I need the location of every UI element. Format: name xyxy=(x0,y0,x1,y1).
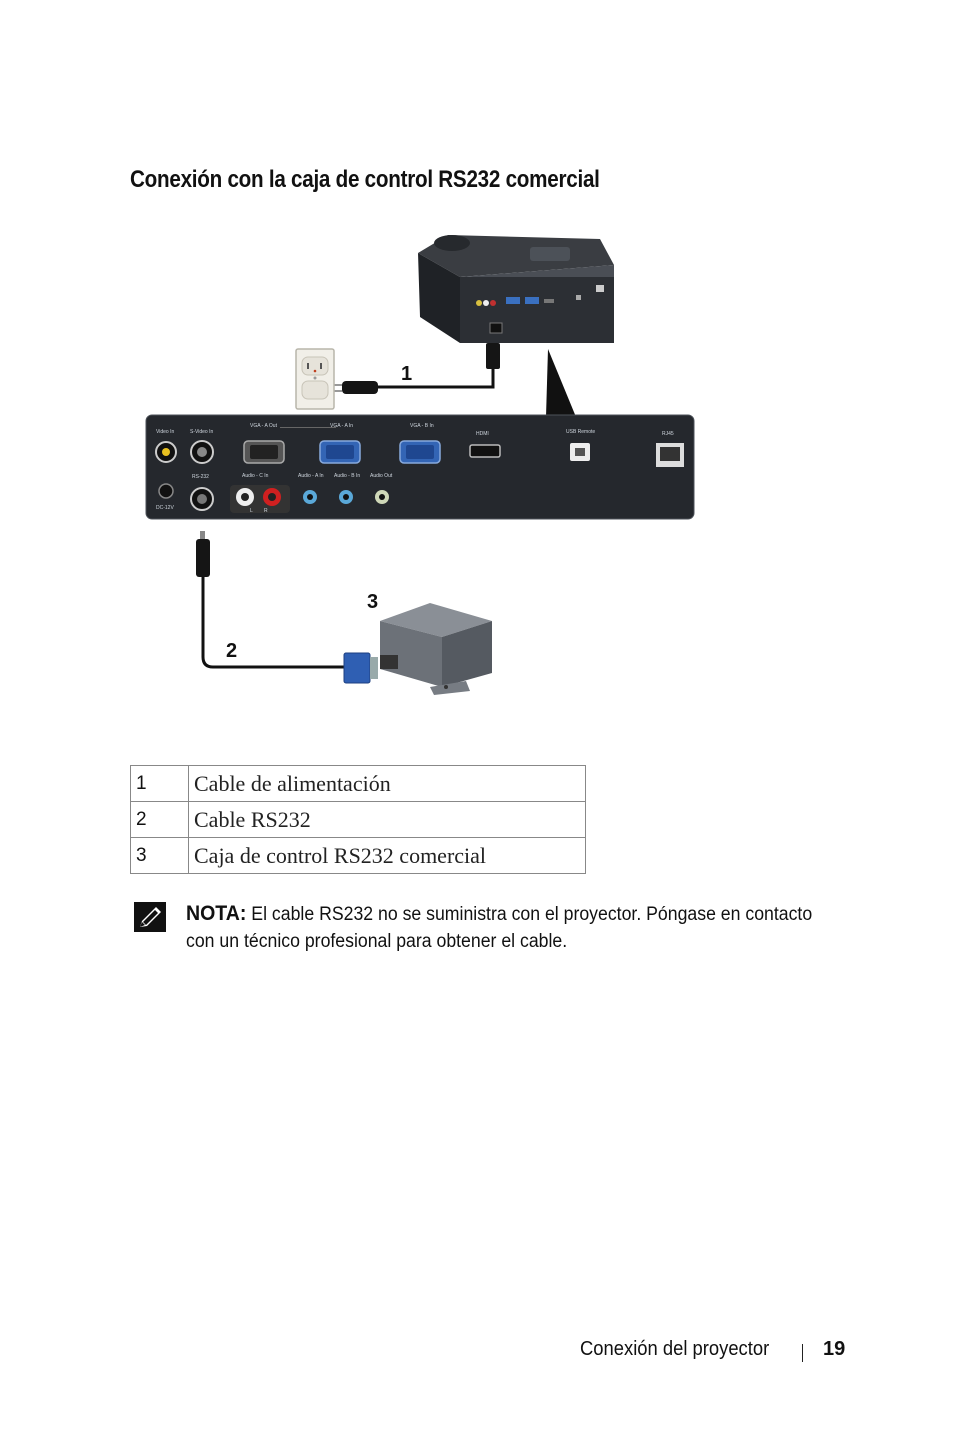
label-audio-b-in: Audio - B In xyxy=(334,473,360,479)
label-vga-a-out: VGA - A Out xyxy=(250,423,278,429)
legend-number: 3 xyxy=(130,837,189,874)
rs232-cable xyxy=(196,531,378,684)
rs232-control-box-image xyxy=(380,603,492,695)
legend-label: Caja de control RS232 comercial xyxy=(188,837,586,874)
legend-number: 1 xyxy=(130,765,189,802)
label-dc-12v: DC-12V xyxy=(156,505,174,511)
rear-panel-image: Video In S-Video In VGA - A Out VGA - A … xyxy=(145,414,695,520)
label-hdmi: HDMI xyxy=(476,431,489,437)
footer-separator xyxy=(802,1344,803,1362)
label-rj45: RJ45 xyxy=(662,431,674,437)
footer-section-title: Conexión del proyector xyxy=(580,1338,770,1360)
label-s-video-in: S-Video In xyxy=(190,429,213,435)
power-cable xyxy=(330,343,500,394)
zoom-indicator xyxy=(546,349,576,417)
table-row: 3 Caja de control RS232 comercial xyxy=(130,837,586,874)
legend-number: 2 xyxy=(130,801,189,838)
callout-3: 3 xyxy=(367,591,378,613)
label-audio-c-in: Audio - C In xyxy=(242,473,269,479)
legend-label: Cable de alimentación xyxy=(188,765,586,802)
note-pencil-icon xyxy=(134,902,166,932)
label-audio-out: Audio Out xyxy=(370,473,393,479)
note-label: NOTA: xyxy=(186,902,247,925)
label-video-in: Video In xyxy=(156,429,174,435)
label-vga-b-in: VGA - B In xyxy=(410,423,434,429)
legend-table: 1 Cable de alimentación 2 Cable RS232 3 … xyxy=(130,765,586,874)
label-r: R xyxy=(264,508,268,514)
section-title: Conexión con la caja de control RS232 co… xyxy=(130,166,600,193)
connection-diagram: Video In S-Video In VGA - A Out VGA - A … xyxy=(145,235,695,695)
callout-1: 1 xyxy=(401,363,412,385)
page-footer: Conexión del proyector 19 xyxy=(580,1338,880,1368)
table-row: 1 Cable de alimentación xyxy=(130,765,586,802)
label-usb-remote: USB Remote xyxy=(566,429,595,435)
label-vga-a-in: VGA - A In xyxy=(330,423,353,429)
callout-2: 2 xyxy=(226,640,237,662)
legend-label: Cable RS232 xyxy=(188,801,586,838)
label-rs232: RS-232 xyxy=(192,474,209,480)
label-audio-a-in: Audio - A In xyxy=(298,473,324,479)
projector-image xyxy=(418,235,614,343)
table-row: 2 Cable RS232 xyxy=(130,801,586,838)
note-body: El cable RS232 no se suministra con el p… xyxy=(186,904,813,952)
page-number: 19 xyxy=(823,1338,846,1360)
wall-outlet-image xyxy=(295,348,335,410)
label-l: L xyxy=(250,508,253,514)
note-text-container: NOTA: El cable RS232 no se suministra co… xyxy=(186,900,837,955)
